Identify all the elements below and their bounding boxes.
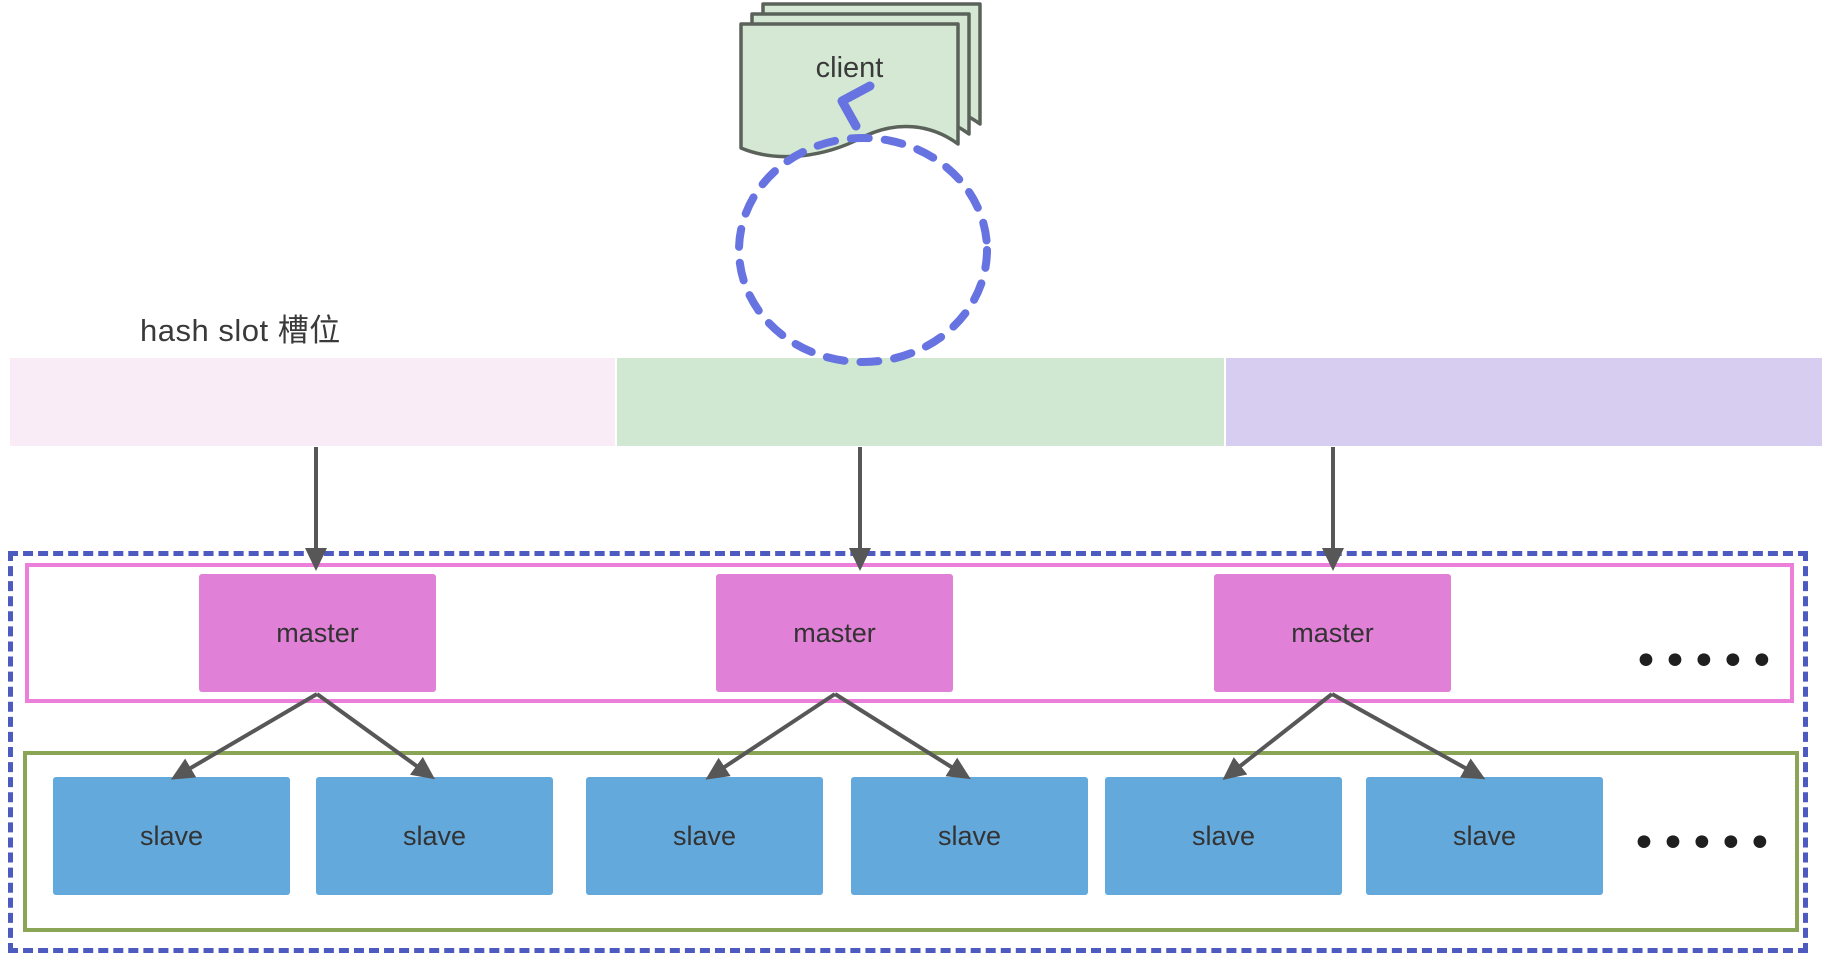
cluster-dashed-border — [8, 551, 1808, 953]
slave-node-5: slave — [1105, 777, 1342, 895]
slave-node-1: slave — [53, 777, 290, 895]
slave-node-4: slave — [851, 777, 1088, 895]
master-node-2: master — [716, 574, 953, 692]
hash-slot-segment-3 — [1225, 358, 1822, 446]
slave-node-2: slave — [316, 777, 553, 895]
client-label: client — [815, 52, 884, 84]
slot-to-master-arrows — [305, 447, 1344, 571]
master-node-3: master — [1214, 574, 1451, 692]
slave-node-6: slave — [1366, 777, 1603, 895]
hash-slot-label: hash slot 槽位 — [140, 313, 341, 348]
loop-arrow-icon — [735, 81, 991, 366]
hash-slot-bar — [10, 358, 1822, 446]
master-node-1: master — [199, 574, 436, 692]
slave-node-3: slave — [586, 777, 823, 895]
slaves-ellipsis: ••••• — [1631, 818, 1776, 869]
hash-slot-segment-2 — [617, 358, 1226, 446]
masters-ellipsis: ••••• — [1633, 636, 1778, 687]
hash-slot-segment-1 — [10, 358, 618, 446]
